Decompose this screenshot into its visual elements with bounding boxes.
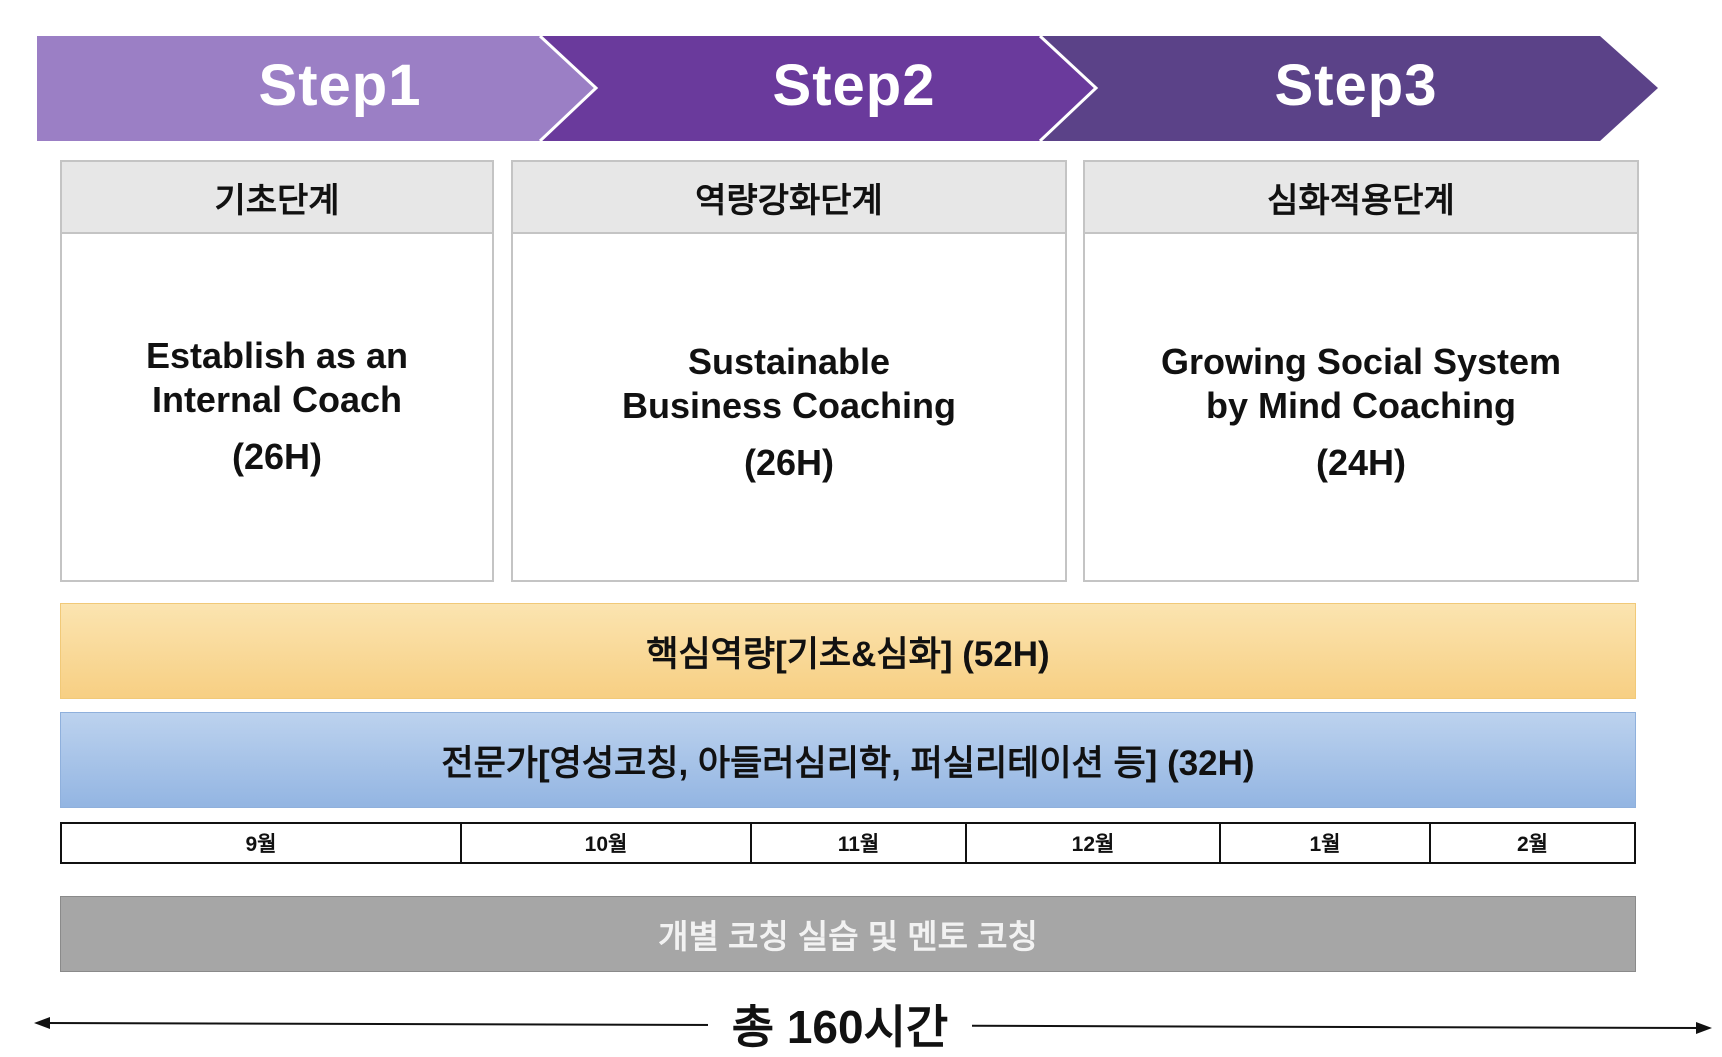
stage-advanced-header: 심화적용단계 xyxy=(1085,162,1637,234)
stage-advanced-body: Growing Social System by Mind Coaching (… xyxy=(1085,234,1637,580)
stage-advanced: 심화적용단계 Growing Social System by Mind Coa… xyxy=(1083,160,1639,582)
stage-strengthen-header: 역량강화단계 xyxy=(513,162,1065,234)
month-cell: 9월 xyxy=(62,824,462,862)
stage-strengthen-hours: (26H) xyxy=(743,442,835,483)
stage-advanced-title: Growing Social System by Mind Coaching xyxy=(1160,341,1562,426)
right-arrowhead xyxy=(1696,1022,1712,1034)
step2-arrow xyxy=(540,36,1096,141)
month-cell: 10월 xyxy=(462,824,752,862)
month-timeline: 9월 10월 11월 12월 1월 2월 xyxy=(60,822,1636,864)
stage-advanced-hours: (24H) xyxy=(1315,442,1407,483)
mentoring-bar: 개별 코칭 실습 및 멘토 코칭 xyxy=(60,896,1636,972)
step1-arrow xyxy=(37,36,596,141)
step3-arrow xyxy=(1040,36,1658,141)
month-cell: 1월 xyxy=(1221,824,1431,862)
total-hours-label: 총 160시간 xyxy=(708,994,972,1054)
month-cell: 11월 xyxy=(752,824,967,862)
stage-basic-hours: (26H) xyxy=(231,436,323,477)
step3-label: Step3 xyxy=(1274,52,1438,118)
stage-strengthen-title: Sustainable Business Coaching xyxy=(621,341,957,426)
step-arrows: Step1 Step2 Step3 xyxy=(0,0,1722,160)
stage-basic-body: Establish as an Internal Coach (26H) xyxy=(62,234,492,580)
core-competency-band: 핵심역량[기초&심화] (52H) xyxy=(60,603,1636,699)
left-arrowhead xyxy=(34,1017,50,1029)
step-arrow-shapes xyxy=(37,34,1658,143)
stage-strengthen-body: Sustainable Business Coaching (26H) xyxy=(513,234,1065,580)
stage-strengthen: 역량강화단계 Sustainable Business Coaching (26… xyxy=(511,160,1067,582)
stage-basic: 기초단계 Establish as an Internal Coach (26H… xyxy=(60,160,494,582)
month-cell: 12월 xyxy=(967,824,1221,862)
stage-basic-header: 기초단계 xyxy=(62,162,492,234)
expert-band: 전문가[영성코칭, 아들러심리학, 퍼실리테이션 등] (32H) xyxy=(60,712,1636,808)
step2-divider xyxy=(1038,34,1099,143)
stage-basic-title: Establish as an Internal Coach xyxy=(145,335,409,420)
step1-label: Step1 xyxy=(258,52,422,118)
step2-label: Step2 xyxy=(772,52,936,118)
step1-divider xyxy=(538,34,599,143)
month-cell: 2월 xyxy=(1517,833,1548,856)
